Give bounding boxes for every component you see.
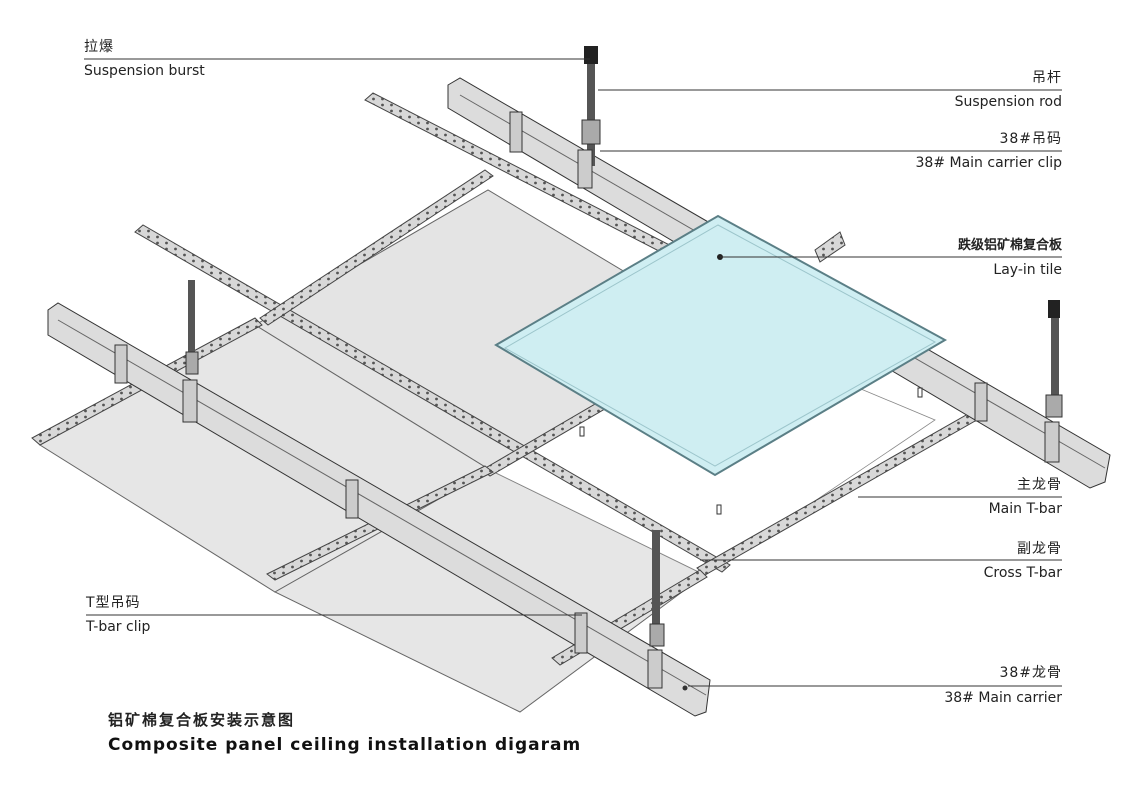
suspension-burst-label-en: Suspension burst [84,63,205,79]
tbar-clip-label-en: T-bar clip [86,619,151,635]
lay-in-tile [494,214,948,477]
leader-lines [84,58,1062,687]
main-carrier-label-zh: 38#龙骨 [999,665,1062,681]
cross-tbar-label-zh: 副龙骨 [1017,541,1062,557]
tbar-stub-right [814,231,846,263]
caption-en: Composite panel ceiling installation dig… [108,735,582,755]
caption-zh: 铝矿棉复合板安装示意图 [108,711,296,729]
carrier-clip-label-zh: 38#吊码 [999,131,1062,147]
main-carrier-label-en: 38# Main carrier [944,690,1062,706]
lay-in-tile-label-zh: 跌级铝矿棉复合板 [957,238,1062,253]
suspension-rod-label-en: Suspension rod [954,94,1062,110]
lay-in-tile-label-en: Lay-in tile [993,262,1062,278]
main-tbar-label-en: Main T-bar [988,501,1062,517]
main-carrier-front [47,302,711,717]
cross-tbar-back [259,169,494,326]
suspension-burst-label-zh: 拉爆 [84,39,114,55]
hanger-assemblies [114,46,1063,689]
main-tbar-label-zh: 主龙骨 [1017,477,1062,493]
carrier-clip-label-en: 38# Main carrier clip [915,155,1062,171]
cross-tbar-label-en: Cross T-bar [983,565,1062,581]
suspension-rod-label-zh: 吊杆 [1032,70,1062,86]
tbar-clip-label-zh: T型吊码 [86,595,141,611]
